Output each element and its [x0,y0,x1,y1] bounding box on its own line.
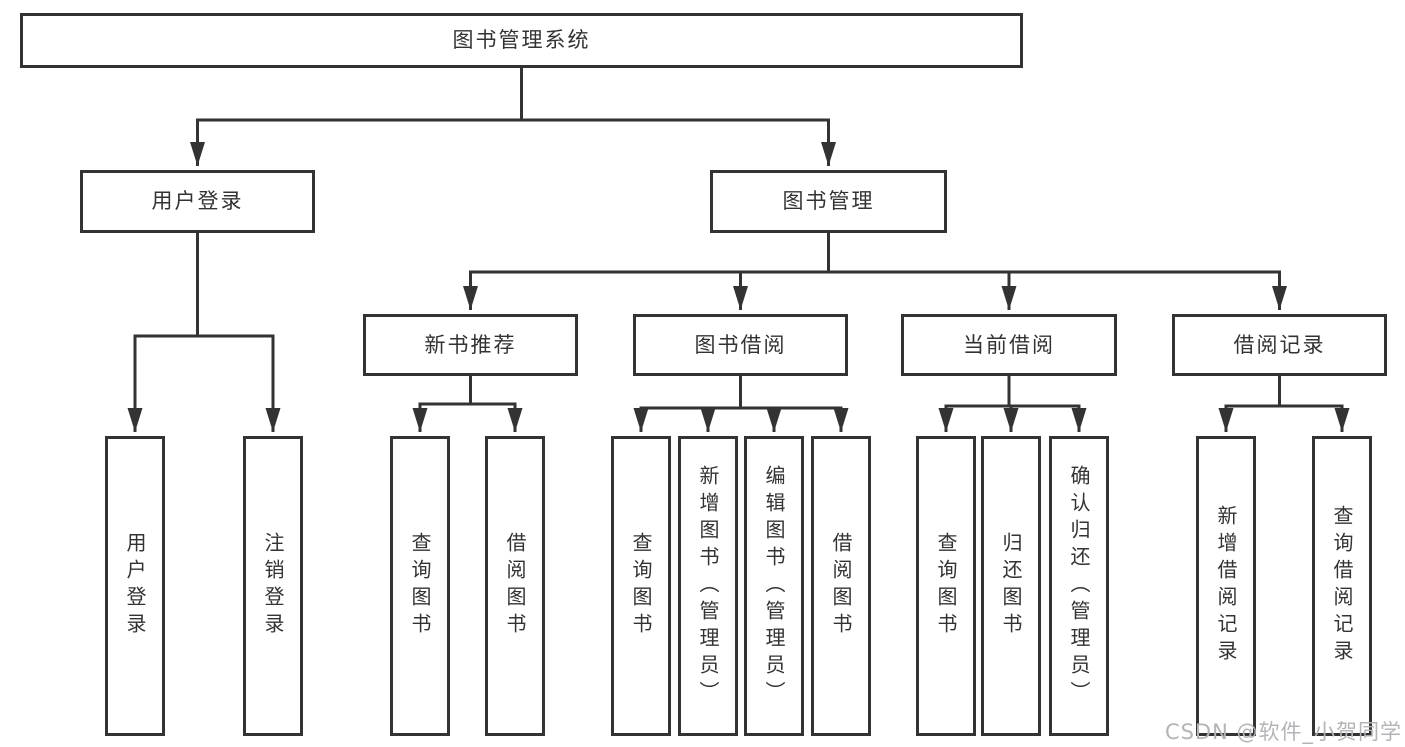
node-user-login-label: 用户登录 [151,189,244,213]
leaf-current-query-books-label: 查询图书 [934,532,958,640]
leaf-user-login: 用户登录 [105,436,165,736]
node-borrow-records-label: 借阅记录 [1233,332,1326,357]
leaf-user-login-label: 用户登录 [123,532,147,640]
leaf-current-query-books: 查询图书 [916,436,976,736]
leaf-borrow-query-books: 查询图书 [611,436,671,736]
node-current-borrow-label: 当前借阅 [963,332,1055,357]
leaf-borrow-books: 借阅图书 [811,436,871,736]
node-borrow-records: 借阅记录 [1172,314,1387,376]
node-current-borrow: 当前借阅 [901,314,1117,376]
leaf-add-borrow-record-label: 新增借阅记录 [1214,505,1238,667]
node-new-book-recommend-label: 新书推荐 [424,332,517,357]
node-book-borrow-label: 图书借阅 [694,332,787,357]
leaf-return-book-label: 归还图书 [999,532,1023,640]
leaf-return-book: 归还图书 [981,436,1041,736]
leaf-add-book-admin: 新增图书（管理员） [678,436,738,736]
leaf-logout: 注销登录 [243,436,303,736]
leaf-confirm-return-admin-label: 确认归还（管理员） [1067,464,1091,708]
node-new-book-recommend: 新书推荐 [363,314,578,376]
leaf-borrow-books-label: 借阅图书 [829,532,853,640]
leaf-add-borrow-record: 新增借阅记录 [1196,436,1256,736]
node-book-management: 图书管理 [710,170,947,233]
node-user-login: 用户登录 [80,170,315,233]
leaf-edit-book-admin: 编辑图书（管理员） [744,436,804,736]
leaf-borrow-query-books-label: 查询图书 [629,532,653,640]
leaf-recommend-query-books: 查询图书 [390,436,450,736]
leaf-query-borrow-record: 查询借阅记录 [1312,436,1372,736]
leaf-query-borrow-record-label: 查询借阅记录 [1330,505,1354,667]
node-book-management-label: 图书管理 [782,189,875,213]
node-book-borrow: 图书借阅 [633,314,848,376]
node-library-system: 图书管理系统 [20,13,1023,68]
leaf-edit-book-admin-label: 编辑图书（管理员） [762,464,786,708]
leaf-recommend-query-books-label: 查询图书 [408,532,432,640]
leaf-add-book-admin-label: 新增图书（管理员） [696,464,720,708]
node-library-system-label: 图书管理系统 [452,28,591,52]
watermark: CSDN @软件_小贺同学 [1164,720,1402,744]
leaf-recommend-borrow-books-label: 借阅图书 [503,532,527,640]
leaf-confirm-return-admin: 确认归还（管理员） [1049,436,1109,736]
leaf-logout-label: 注销登录 [261,532,285,640]
leaf-recommend-borrow-books: 借阅图书 [485,436,545,736]
